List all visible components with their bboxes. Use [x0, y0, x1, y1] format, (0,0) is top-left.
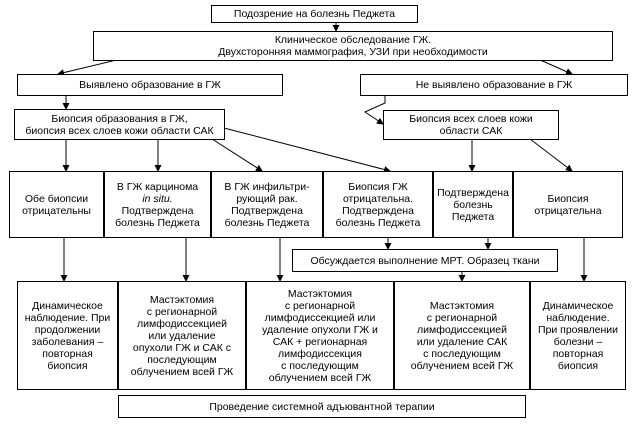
suspicion-box: Подозрение на болезнь Педжета [211, 5, 418, 23]
arrow-not-found-to-biopsy [363, 95, 386, 125]
biopsy-right-box: Биопсия всех слоев кожи области САК [383, 110, 559, 140]
carcinoma-in-situ-pre: В ГЖ карцинома [116, 180, 199, 193]
biopsy-negative-box: Биопсия отрицательна [513, 171, 623, 238]
observation-right-box: Динамическое наблюдение. При проявлении … [530, 281, 626, 390]
both-negative-label: Обе биопсии отрицательны [22, 192, 91, 217]
arrow-biopsy-to-infiltrating [211, 138, 263, 172]
mri-discussed-label: Обсуждается выполнение МРТ. Образец ткан… [310, 254, 540, 267]
mastectomy-2-box: Мастэктомия с регионарной лимфодиссекцие… [246, 281, 394, 390]
mastectomy-1-label: Мастэктомия с регионарной лимфодиссекцие… [130, 293, 234, 378]
mastectomy-1-box: Мастэктомия с регионарной лимфодиссекцие… [118, 281, 246, 390]
clinical-exam-box: Клиническое обследование ГЖ. Двухсторонн… [93, 31, 613, 61]
both-negative-box: Обе биопсии отрицательны [9, 171, 104, 238]
clinical-exam-label: Клиническое обследование ГЖ. Двухсторонн… [218, 34, 488, 58]
adjuvant-label: Проведение системной адъювантной терапии [209, 400, 435, 413]
paget-confirmed-label: Подтверждена болезнь Педжета [437, 186, 509, 223]
biopsy-gj-negative-box: Биопсия ГЖ отрицательна. Подтверждена бо… [323, 171, 433, 238]
arrow-biopsy-to-gj-negative [223, 127, 391, 173]
mri-discussed-box: Обсуждается выполнение МРТ. Образец ткан… [292, 249, 558, 272]
adjuvant-box: Проведение системной адъювантной терапии [118, 395, 526, 418]
observation-left-label: Динамическое наблюдение. При продолжении… [24, 299, 111, 372]
biopsy-left-box: Биопсия образования в ГЖ, биопсия всех с… [14, 109, 225, 140]
mastectomy-3-label: Мастэктомия с регионарной лимфодиссекцие… [410, 299, 514, 372]
observation-left-box: Динамическое наблюдение. При продолжении… [17, 281, 118, 390]
biopsy-right-label: Биопсия всех слоев кожи области САК [409, 113, 533, 137]
biopsy-negative-label: Биопсия отрицательна [534, 192, 602, 217]
infiltrating-box: В ГЖ инфильтри- рующий рак. Подтверждена… [211, 171, 323, 238]
mastectomy-2-label: Мастэктомия с регионарной лимфодиссекцие… [262, 287, 378, 384]
mastectomy-3-box: Мастэктомия с регионарной лимфодиссекцие… [394, 281, 530, 390]
infiltrating-label: В ГЖ инфильтри- рующий рак. Подтверждена… [224, 180, 310, 229]
carcinoma-in-situ-post: Подтверждена болезнь Педжета [115, 204, 200, 229]
not-found-box: Не выявлено образование в ГЖ [360, 74, 628, 96]
found-box: Выявлено образование в ГЖ [17, 74, 283, 96]
found-label: Выявлено образование в ГЖ [79, 79, 221, 91]
observation-right-label: Динамическое наблюдение. При проявлении … [537, 299, 619, 372]
suspicion-label: Подозрение на болезнь Педжета [233, 8, 396, 20]
arrow-right-biopsy-to-negative [529, 138, 573, 172]
paget-confirmed-box: Подтверждена болезнь Педжета [433, 171, 513, 238]
biopsy-gj-negative-label: Биопсия ГЖ отрицательна. Подтверждена бо… [335, 180, 421, 229]
carcinoma-in-situ-italic: in situ. [142, 192, 173, 205]
biopsy-left-label: Биопсия образования в ГЖ, биопсия всех с… [25, 112, 214, 137]
not-found-label: Не выявлено образование в ГЖ [415, 79, 573, 91]
